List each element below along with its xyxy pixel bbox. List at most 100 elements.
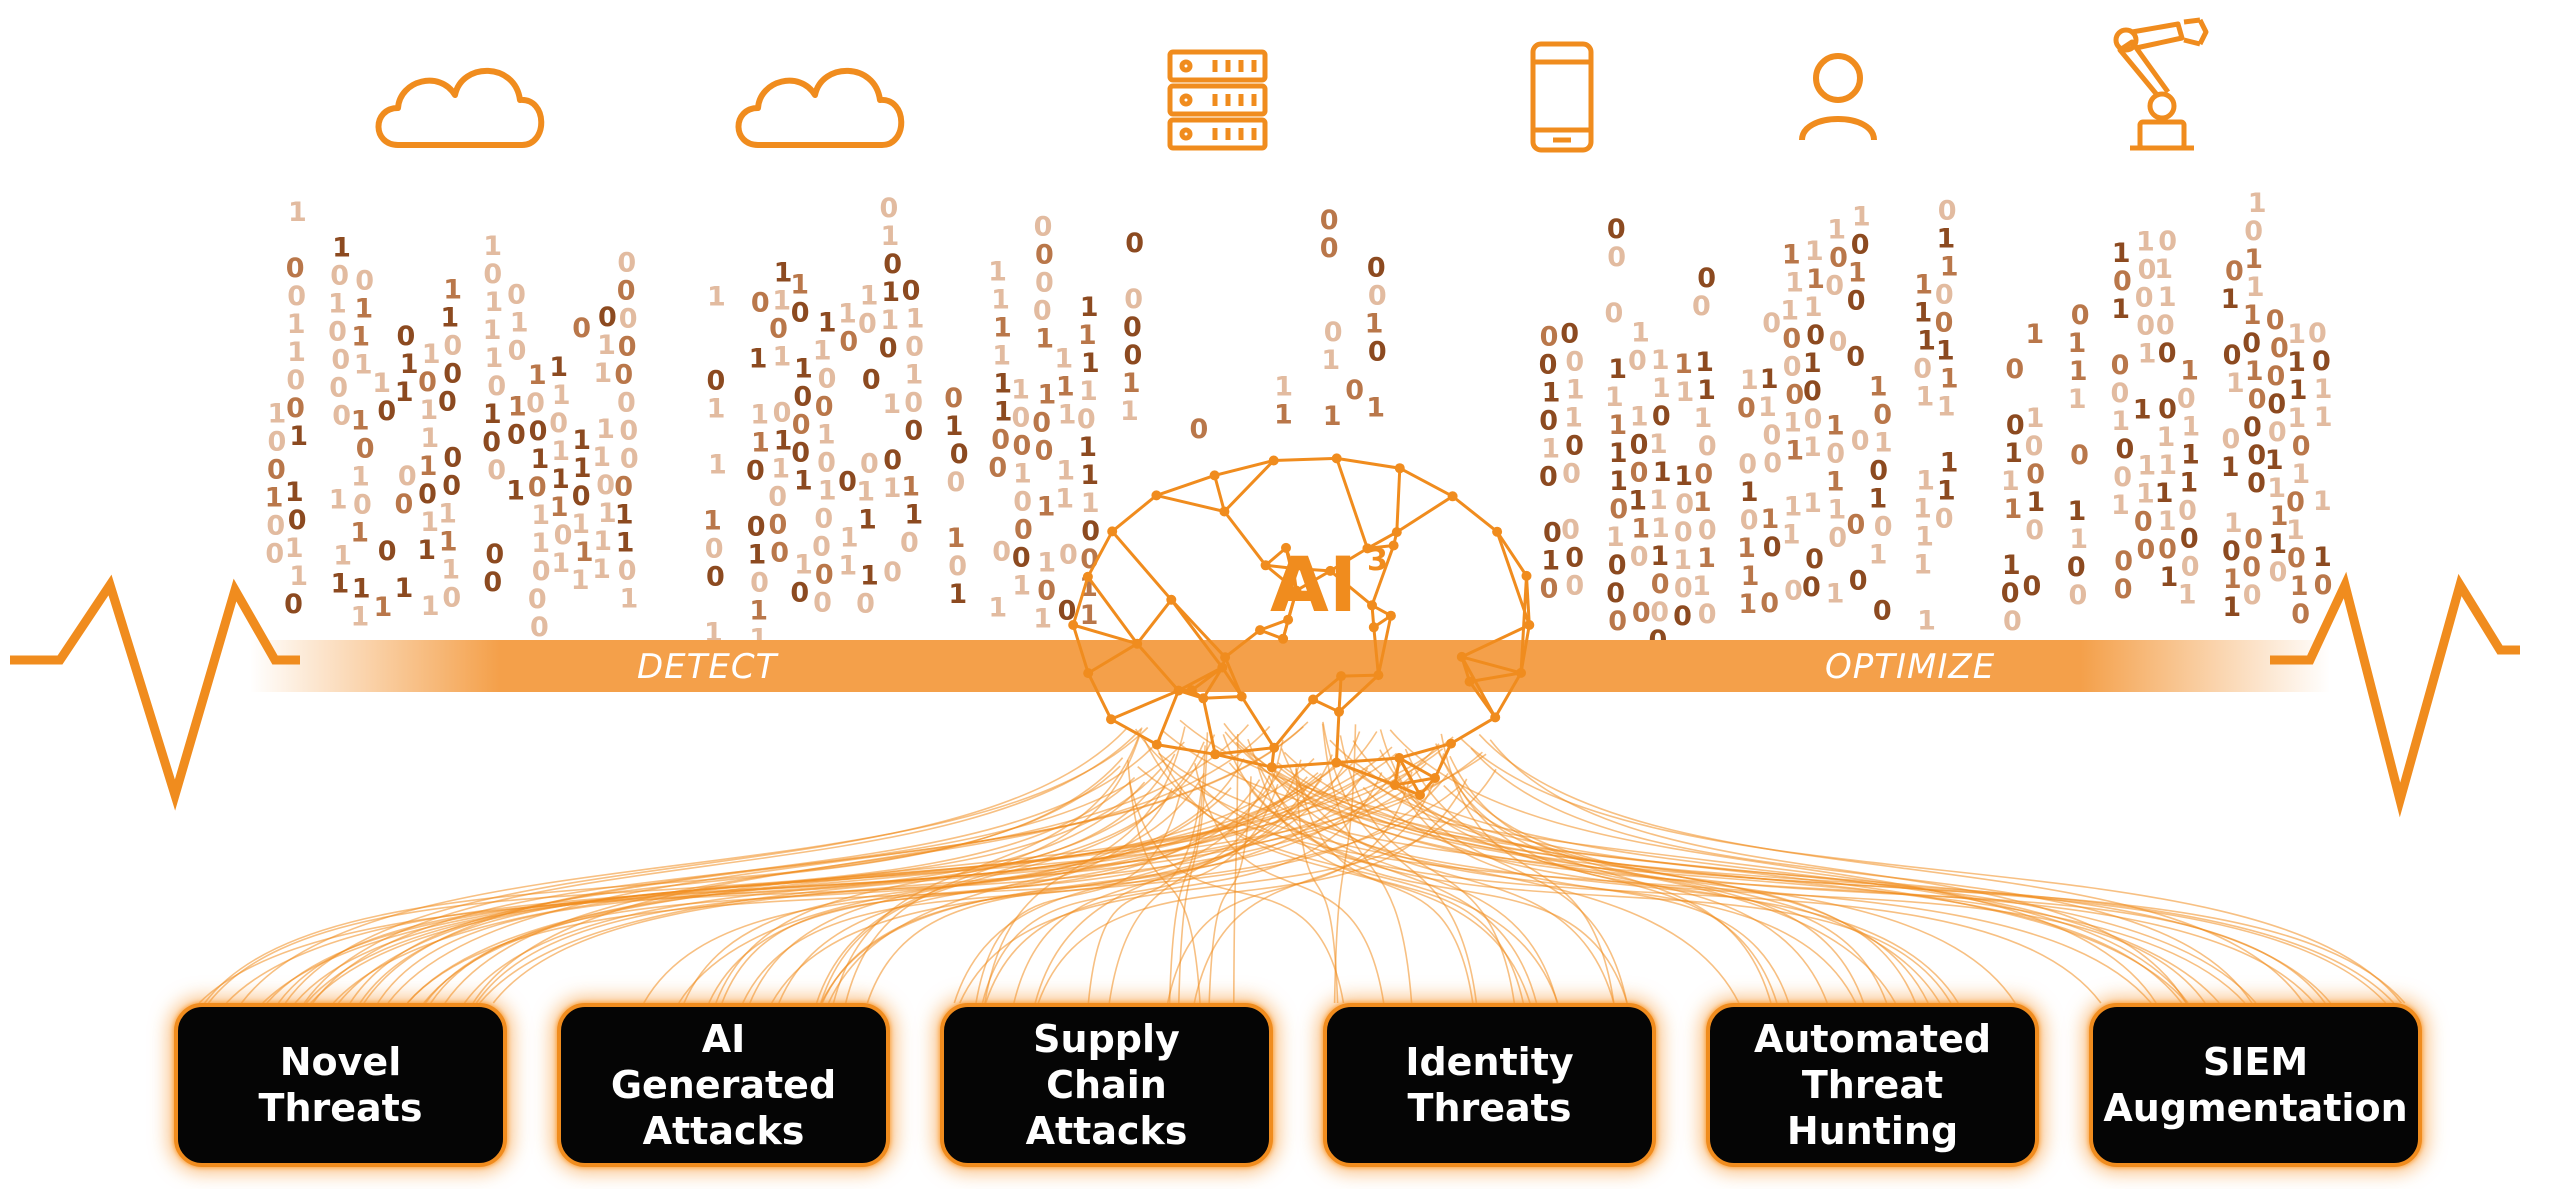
binary-digit: 1 <box>1761 504 1780 535</box>
connection-line <box>1280 748 1615 1004</box>
binary-digit: 1 <box>1078 432 1097 463</box>
binary-digit: 0 <box>2158 394 2177 425</box>
binary-digit: 1 <box>351 462 370 493</box>
binary-digit: 0 <box>438 387 457 418</box>
brain-mesh-edge <box>1111 494 1158 533</box>
binary-digit: 1 <box>1606 522 1625 553</box>
binary-digit: 0 <box>1935 307 1954 338</box>
binary-digit: 1 <box>2154 254 2173 285</box>
binary-digit: 0 <box>1539 406 1558 437</box>
binary-digit: 1 <box>1780 295 1799 326</box>
binary-digit: 0 <box>2003 606 2022 637</box>
binary-digit: 1 <box>1564 403 1583 434</box>
binary-digit: 1 <box>992 341 1011 372</box>
binary-digit: 1 <box>1692 571 1711 602</box>
binary-digit: 0 <box>286 365 305 396</box>
brain-mesh-edge <box>1155 690 1180 746</box>
binary-digit: 1 <box>484 287 503 318</box>
brain-mesh-edge <box>1460 656 1497 719</box>
brain-mesh-node <box>1283 614 1294 625</box>
binary-digit: 0 <box>482 427 501 458</box>
binary-digit: 1 <box>2004 494 2023 525</box>
binary-digit: 0 <box>2023 571 2042 602</box>
binary-digit: 1 <box>421 591 440 622</box>
binary-digit: 1 <box>2221 452 2240 483</box>
binary-digit: 1 <box>771 454 790 485</box>
binary-digit: 0 <box>883 249 902 280</box>
binary-digit: 0 <box>904 387 923 418</box>
binary-digit: 0 <box>353 490 372 521</box>
binary-digit: 0 <box>617 248 636 279</box>
binary-digit: 0 <box>507 420 526 451</box>
binary-digit: 1 <box>2157 422 2176 453</box>
binary-digit: 0 <box>328 316 347 347</box>
binary-digit: 1 <box>1038 380 1057 411</box>
binary-digit: 0 <box>554 520 573 551</box>
binary-digit: 0 <box>905 331 924 362</box>
brain-mesh-node <box>1373 670 1384 681</box>
binary-digit: 1 <box>1033 604 1052 635</box>
binary-digit: 1 <box>2291 459 2310 490</box>
binary-digit: 0 <box>2242 552 2261 583</box>
binary-digit: 0 <box>1698 599 1717 630</box>
binary-digit: 0 <box>1012 403 1031 434</box>
binary-digit: 0 <box>1674 517 1693 548</box>
binary-digit: 0 <box>288 505 307 536</box>
binary-digit: 1 <box>483 315 502 346</box>
binary-digit: 0 <box>2025 431 2044 462</box>
brain-mesh-edge <box>1214 752 1273 769</box>
binary-digit: 0 <box>773 398 792 429</box>
binary-digit: 0 <box>1077 404 1096 435</box>
binary-digit: 0 <box>950 439 969 470</box>
binary-digit: 1 <box>1035 324 1054 355</box>
binary-digit: 0 <box>526 388 545 419</box>
brain-mesh-node <box>1219 506 1230 517</box>
binary-digit: 0 <box>329 372 348 403</box>
brain-mesh-node <box>1173 685 1184 696</box>
binary-digit: 1 <box>1697 543 1716 574</box>
binary-digit: 0 <box>860 449 879 480</box>
binary-digit: 0 <box>1869 456 1888 487</box>
binary-digit: 0 <box>1324 317 1343 348</box>
brain-mesh-edge <box>1312 674 1343 701</box>
binary-digit: 0 <box>1851 425 1870 456</box>
binary-digit: 0 <box>1035 268 1054 299</box>
binary-digit: 1 <box>1321 345 1340 376</box>
brain-mesh-edge <box>1376 615 1393 676</box>
binary-digit: 1 <box>331 568 350 599</box>
connection-line <box>1233 733 1239 1004</box>
binary-digit: 1 <box>372 368 391 399</box>
binary-digit: 1 <box>904 499 923 530</box>
binary-digit: 1 <box>1366 392 1385 423</box>
binary-digit: 1 <box>531 528 550 559</box>
binary-digit: 0 <box>1935 503 1954 534</box>
binary-digit: 1 <box>794 466 813 497</box>
binary-digit: 1 <box>748 540 767 571</box>
binary-digit: 0 <box>1935 279 1954 310</box>
brain-mesh-edge <box>1072 623 1138 646</box>
binary-digit: 1 <box>1081 348 1100 379</box>
binary-digit: 0 <box>1605 298 1624 329</box>
brain-mesh-node <box>1268 455 1279 466</box>
binary-digit: 0 <box>1674 573 1693 604</box>
brain-mesh-node <box>1308 694 1319 705</box>
binary-digit: 0 <box>747 512 766 543</box>
binary-digit: 1 <box>703 505 722 536</box>
brain-mesh-edge <box>1201 697 1217 755</box>
binary-digit: 1 <box>2222 592 2241 623</box>
binary-digit: 0 <box>902 275 921 306</box>
binary-digit: 1 <box>592 554 611 585</box>
binary-digit: 1 <box>993 369 1012 400</box>
binary-digit: 1 <box>1803 488 1822 519</box>
binary-digit: 0 <box>812 531 831 562</box>
binary-digit: 0 <box>2114 546 2133 577</box>
cloud-icon <box>735 67 905 148</box>
brain-mesh-edge <box>1293 566 1331 573</box>
binary-digit: 1 <box>1673 545 1692 576</box>
binary-digit: 0 <box>948 551 967 582</box>
brain-mesh-node <box>1464 676 1475 687</box>
binary-digit: 0 <box>530 612 549 643</box>
binary-digit: 0 <box>1630 457 1649 488</box>
binary-digit: 0 <box>991 425 1010 456</box>
binary-digit: 0 <box>1345 375 1364 406</box>
